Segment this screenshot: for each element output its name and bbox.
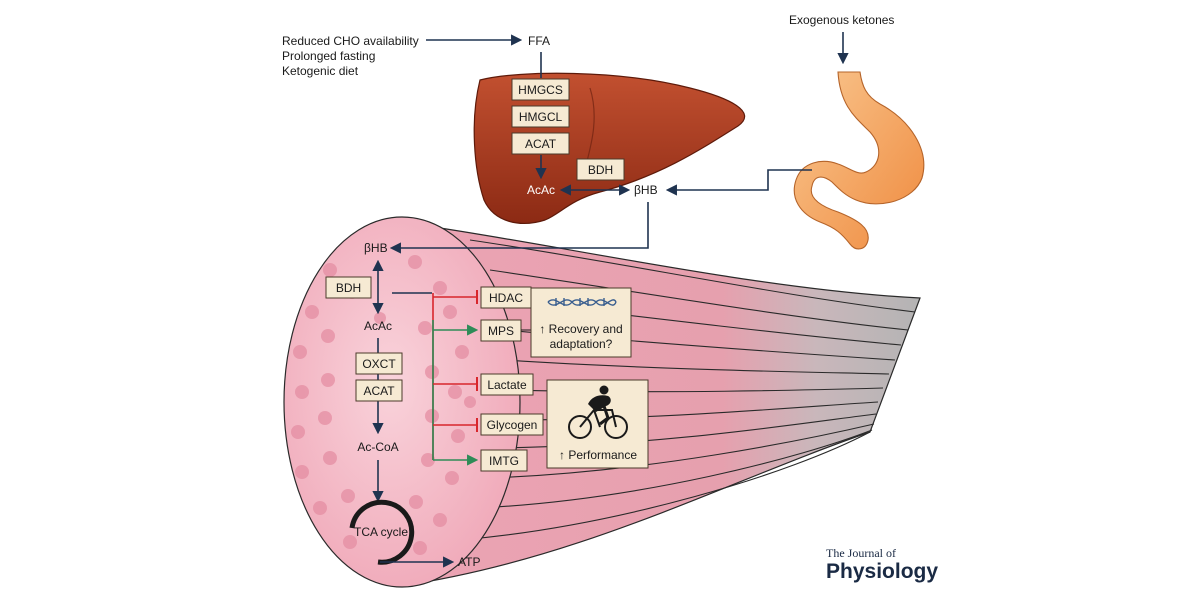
svg-text:MPS: MPS: [488, 324, 514, 338]
svg-text:BDH: BDH: [336, 281, 361, 295]
svg-text:OXCT: OXCT: [362, 357, 396, 371]
svg-text:IMTG: IMTG: [489, 454, 519, 468]
tca-cycle-label: TCA cycle: [354, 525, 408, 539]
liver-enzyme-hmgcl: HMGCL: [511, 105, 570, 128]
svg-text:ACAT: ACAT: [363, 384, 395, 398]
exogenous-ketones-label: Exogenous ketones: [789, 13, 894, 27]
svg-text:Lactate: Lactate: [487, 378, 527, 392]
muscle-bdh-box: BDH: [325, 276, 372, 299]
svg-text:Glycogen: Glycogen: [487, 418, 538, 432]
dna-helix-icon: [547, 298, 617, 306]
input-ketogenic-diet: Ketogenic diet: [282, 64, 359, 78]
liver-acac-label: AcAc: [527, 183, 555, 197]
journal-logo-line1: The Journal of: [826, 546, 896, 560]
svg-text:ACAT: ACAT: [525, 137, 557, 151]
target-lactate-box: Lactate: [480, 373, 534, 396]
muscle-acat-box: ACAT: [355, 379, 403, 402]
performance-box: ↑ Performance: [546, 379, 649, 469]
input-reduced-cho: Reduced CHO availability: [282, 34, 419, 48]
muscle-acoa-label: Ac-CoA: [357, 440, 398, 454]
recovery-adaptation-box: ↑ Recovery and adaptation?: [530, 287, 632, 358]
stomach: [793, 71, 925, 250]
muscle-bhb-label: βHB: [364, 241, 388, 255]
liver-bhb-label: βHB: [634, 183, 658, 197]
liver-enzyme-acat: ACAT: [511, 132, 570, 155]
cyclist-icon: [568, 385, 628, 439]
svg-text:HMGCL: HMGCL: [519, 110, 563, 124]
target-hdac-box: HDAC: [480, 286, 532, 309]
tca-cycle-ring: [349, 499, 415, 565]
liver-bdh-box: BDH: [576, 158, 625, 181]
journal-logo-line2: Physiology: [826, 560, 938, 583]
atp-label: ATP: [458, 555, 480, 569]
recovery-line-2: adaptation?: [550, 337, 613, 351]
performance-label: ↑ Performance: [559, 448, 637, 462]
recovery-line-1: ↑ Recovery and: [539, 322, 622, 336]
arrow-bhb-to-muscle: [389, 202, 649, 254]
target-imtg-box: IMTG: [480, 449, 528, 472]
journal-logo: The Journal of Physiology: [826, 546, 938, 583]
svg-text:HDAC: HDAC: [489, 291, 523, 305]
liver-enzyme-hmgcs: HMGCS: [511, 78, 570, 101]
muscle-oxct-box: OXCT: [355, 352, 403, 375]
target-mps-box: MPS: [480, 319, 522, 342]
target-glycogen-box: Glycogen: [480, 413, 544, 436]
arrow-gut-to-bhb: [665, 169, 812, 196]
svg-text:BDH: BDH: [588, 163, 613, 177]
muscle-acac-label: AcAc: [364, 319, 392, 333]
ffa-label: FFA: [528, 34, 550, 48]
svg-text:HMGCS: HMGCS: [518, 83, 563, 97]
muscle-fiber-dots: [291, 255, 476, 555]
input-prolonged-fasting: Prolonged fasting: [282, 49, 375, 63]
